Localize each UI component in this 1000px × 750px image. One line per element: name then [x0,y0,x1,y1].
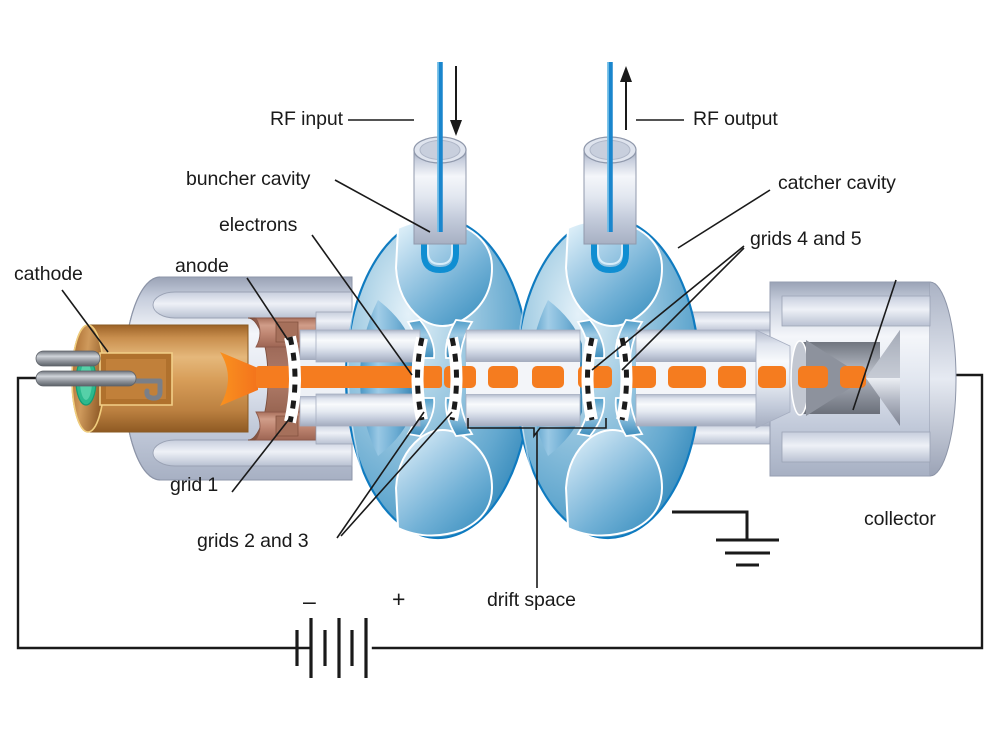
leader-grids-2-3-b [340,411,453,537]
beam-bunch-9 [798,366,828,388]
collector-cone-left [806,340,866,416]
label-grids-2-3: grids 2 and 3 [197,530,309,552]
leader-grids-4-5-a [591,245,745,371]
buncher-coupling-loop [421,225,459,274]
cathode-pin-upper [35,350,101,367]
label-battery-negative: – [303,588,316,614]
grid-2 [411,336,428,422]
beam-bunch-6 [668,366,706,388]
leader-electrons [311,234,413,376]
leader-grid-1 [231,417,291,493]
beam-bunch-2 [488,366,518,388]
leader-anode [246,277,289,341]
cathode-pins [35,350,137,387]
label-cathode: cathode [14,263,83,285]
cathode-pin-lower [35,370,137,387]
grid-1-backing [284,335,301,424]
buncher-loop-highlight [427,230,453,266]
label-rf-input: RF input [270,108,343,130]
beam-bunch-7 [718,366,746,388]
grid-5-backing [616,336,633,422]
label-grid-1: grid 1 [170,474,219,496]
label-drift-space: drift space [487,589,576,611]
leader-drift-space-brace [467,418,607,439]
label-collector: collector [864,508,936,530]
ground-lead [672,510,749,540]
grid-5 [616,336,633,422]
catcher-coupling-loop [591,225,629,274]
leader-cathode [61,289,109,353]
leader-grids-4-5-b [621,247,745,371]
collector-top-face [781,295,931,327]
label-catcher-cavity: catcher cavity [778,172,896,194]
drift-tube-left-upper [315,329,421,363]
grid-2-backing [411,336,428,422]
collector-cone-highlight [866,330,900,378]
leader-buncher-cavity [334,179,431,233]
gun-housing-top-face [152,291,353,319]
collector-bottom-face [781,431,931,463]
drift-tube-mid-lower [465,393,581,427]
circuit-wire-left [16,376,313,650]
cathode-assembly [35,324,249,433]
label-battery-positive: + [392,586,406,612]
grid-4-backing [581,336,598,422]
label-rf-output: RF output [693,108,778,130]
collector-shell-right-cap [929,281,957,477]
catcher-lower-lobe [564,429,664,537]
rf-input-port [413,62,467,245]
beam-bunch-3 [532,366,564,388]
leader-collector [852,279,897,411]
rf-input-arrow [450,66,462,136]
catcher-loop-highlight [597,230,623,266]
grid-3-backing [446,336,463,422]
label-buncher-cavity: buncher cavity [186,168,311,190]
buncher-lower-lobe [394,429,494,537]
gun-housing-bottom-face [152,439,353,467]
beam-solid-segment [256,366,442,388]
battery-symbol [295,618,368,678]
beam-bunches [444,366,866,388]
leader-lines [61,119,897,588]
leader-catcher-cavity [677,189,771,249]
beam-bunch-5 [626,366,656,388]
grids [284,335,633,424]
beam-bunch-10 [840,366,866,388]
ground-symbol [672,510,779,567]
label-electrons: electrons [219,214,298,236]
label-anode: anode [175,255,229,277]
grid-3 [446,336,463,422]
rf-output-arrow [620,66,632,130]
beam-bunch-8 [758,366,786,388]
grid-4 [581,336,598,422]
label-grids-4-5: grids 4 and 5 [750,228,862,250]
rf-output-port [583,62,637,245]
drift-tube-right-lower [635,393,771,427]
beam-emission-cone [220,352,258,406]
grid-1 [284,335,301,424]
drift-tube-left-lower [315,393,421,427]
leader-grids-2-3-a [336,411,425,539]
drift-tube-mid-upper [465,329,581,363]
